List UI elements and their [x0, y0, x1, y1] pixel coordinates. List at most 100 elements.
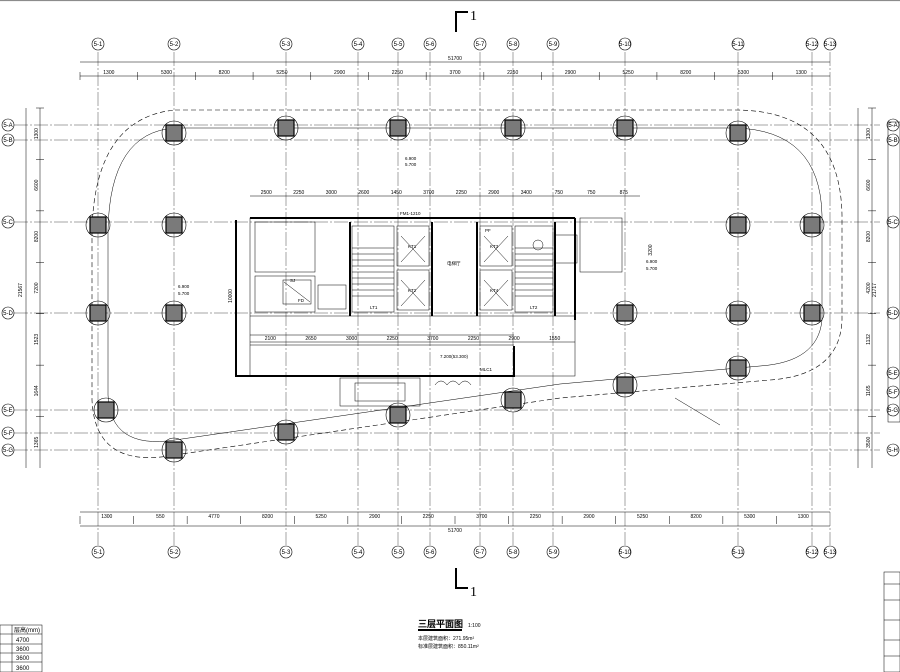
label-core-level: 7.200(53.300)	[440, 354, 469, 359]
axis-bubbles-right: 5-A5-B5-C5-D5-E5-F5-G5-H	[886, 118, 900, 457]
axis-bottom-3-label: 5-4	[354, 550, 363, 556]
table-header: 层高(mm)	[14, 626, 40, 634]
grid-lines-vertical	[97, 52, 831, 545]
axis-top-8-label: 5-9	[549, 42, 558, 48]
column-ring	[500, 115, 526, 141]
area-line-1: 本层建筑面积：271.95m²	[418, 635, 474, 642]
axis-bottom-12-label: 5-13	[824, 550, 837, 556]
axis-left-4-circle	[1, 403, 15, 417]
axis-left-1-label: 5-B	[3, 138, 12, 144]
axis-left-6-circle	[1, 443, 15, 457]
title-scale: 1:100	[468, 623, 481, 629]
axis-right-3-label: 5-D	[888, 311, 898, 317]
column-ring	[385, 402, 411, 428]
title-text: 三层平面图	[418, 619, 463, 630]
axis-top-7-circle	[506, 37, 520, 51]
axis-top-2-circle	[279, 37, 293, 51]
core-dim-top: 1450	[391, 190, 402, 196]
column-ring	[161, 120, 187, 146]
axis-bottom-12-circle	[823, 545, 837, 559]
core-dim-bottom: 2650	[305, 336, 316, 342]
axis-left-6-label: 5-G	[3, 448, 13, 454]
label-mlc: MLC1	[480, 367, 493, 372]
dim-text: 1300	[796, 70, 807, 76]
axis-top-12-label: 5-13	[824, 42, 837, 48]
dim-text: 3700	[449, 70, 460, 76]
dim-text: 1165	[866, 385, 872, 396]
axis-top-11-label: 5-12	[806, 42, 819, 48]
section-mark-top-label: 1	[470, 9, 477, 24]
column	[729, 359, 747, 377]
axis-top-8-circle	[546, 37, 560, 51]
column-ring	[725, 300, 751, 326]
dim-text: 5250	[637, 514, 648, 520]
dim-left-overall: 21567	[18, 283, 24, 297]
column	[504, 119, 522, 137]
dim-text: 2250	[507, 70, 518, 76]
axis-top-9-circle	[618, 37, 632, 51]
axis-right-4-label: 5-E	[888, 371, 897, 377]
axis-left-0-circle	[1, 118, 15, 132]
axis-right-2-circle	[886, 215, 900, 229]
dim-text: 1300	[101, 514, 112, 520]
axis-bottom-11-circle	[805, 545, 819, 559]
axis-left-2-circle	[1, 215, 15, 229]
axis-left-3-circle	[1, 306, 15, 320]
column	[616, 119, 634, 137]
axis-right-2-label: 5-C	[888, 220, 898, 226]
axis-top-0-label: 5-1	[94, 42, 103, 48]
column	[389, 406, 407, 424]
axis-top-11-circle	[805, 37, 819, 51]
axis-top-0-circle	[91, 37, 105, 51]
axis-bottom-10-label: 5-11	[732, 550, 744, 556]
column	[89, 304, 107, 322]
column-ring	[273, 419, 299, 445]
core-dim-bottom: 2900	[509, 336, 520, 342]
axis-top-1-circle	[167, 37, 181, 51]
dim-text: 8200	[262, 514, 273, 520]
core-dim-top: 2250	[293, 190, 304, 196]
dim-text: 5300	[744, 514, 755, 520]
table-row-2: 3600	[16, 647, 30, 653]
axis-right-1-label: 5-B	[888, 138, 897, 144]
core-dim-bottom: 3000	[346, 336, 357, 342]
leader-line	[674, 397, 721, 426]
axis-bottom-8-circle	[546, 545, 560, 559]
label-kt2: KT2	[408, 288, 417, 293]
axis-right-6-label: 5-G	[888, 408, 898, 414]
axis-top-3-label: 5-4	[354, 42, 363, 48]
dim-text: 5250	[623, 70, 634, 76]
dim-text: 1365	[34, 437, 40, 448]
column-ring	[612, 372, 638, 398]
dim-text: 4770	[208, 514, 219, 520]
axis-right-6-circle	[886, 403, 900, 417]
structural-columns	[85, 115, 825, 463]
core-dim-bottom: 3700	[427, 336, 438, 342]
axis-bottom-2-circle	[279, 545, 293, 559]
section-mark-top: 1	[455, 9, 477, 32]
axis-right-3-circle	[886, 306, 900, 320]
column	[504, 391, 522, 409]
dim-text: 8200	[691, 514, 702, 520]
column-ring	[385, 115, 411, 141]
core-dim-top: 3000	[326, 190, 337, 196]
column-ring	[85, 300, 111, 326]
core-dim-bottom: 2250	[387, 336, 398, 342]
axis-top-4-label: 5-5	[394, 42, 403, 48]
side-frame-top-right	[887, 121, 900, 423]
dim-bottom-overall: 51700	[448, 528, 462, 534]
axis-top-12-circle	[823, 37, 837, 51]
label-level-a-3: 6.900	[646, 259, 658, 264]
column	[165, 304, 183, 322]
label-kt3: KT3	[490, 244, 499, 249]
column-ring	[85, 212, 111, 238]
axis-bottom-4-circle	[391, 545, 405, 559]
core-dim-top: 750	[587, 190, 596, 196]
dim-text: 5300	[161, 70, 172, 76]
column	[277, 423, 295, 441]
axis-top-6-label: 5-7	[476, 42, 485, 48]
axis-right-0-label: 5-A	[888, 123, 897, 129]
